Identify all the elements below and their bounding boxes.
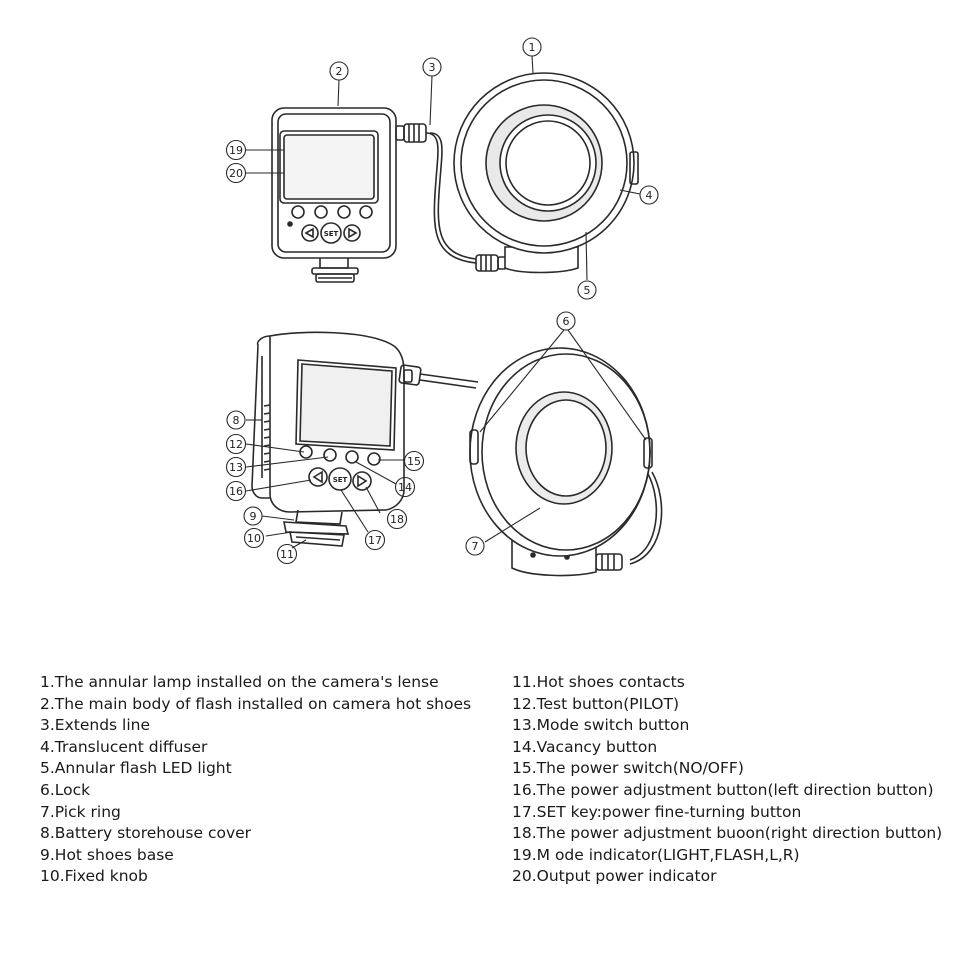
right-button[interactable] (343, 224, 361, 242)
callout-7 (465, 536, 485, 556)
callout-13 (225, 456, 247, 478)
flash-body-angled: SET (269, 331, 405, 547)
callout-3 (422, 57, 442, 77)
svg-text:2: 2 (336, 65, 343, 78)
left-button[interactable] (301, 224, 319, 242)
legend-item: 15.The power switch(NO/OFF) (512, 759, 744, 778)
leader-lines (245, 55, 647, 549)
legend-left-column: 1.The annular lamp installed on the came… (40, 672, 471, 888)
legend-item: 12.Test button(PILOT) (512, 694, 679, 713)
svg-text:18: 18 (390, 513, 404, 526)
callout-9 (243, 506, 263, 526)
top-button[interactable] (359, 205, 373, 219)
legend-item: 1.The annular lamp installed on the came… (40, 673, 439, 691)
callout-20 (225, 162, 247, 184)
right-button[interactable] (352, 471, 372, 491)
legend-item: 13.Mode switch button (512, 716, 690, 735)
callout-12 (225, 433, 247, 455)
callouts: 1 2 3 4 5 19 20 6 7 8 12 13 16 15 14 18 (225, 37, 659, 565)
lock-tab-left[interactable] (469, 429, 479, 465)
svg-text:1: 1 (529, 41, 536, 54)
legend-item: 14.Vacancy button (512, 737, 658, 756)
legend-item: 5.Annular flash LED light (40, 759, 232, 778)
callout-5 (577, 280, 597, 300)
svg-text:4: 4 (646, 189, 653, 202)
legend-item: 3.Extends line (40, 716, 151, 735)
lcd-screen (295, 359, 397, 451)
legend-item: 8.Battery storehouse cover (40, 824, 252, 843)
legend-item: 9.Hot shoes base (40, 845, 174, 864)
legend-right-column: 11.Hot shoes contacts 12.Test button(PIL… (512, 672, 942, 888)
callout-1 (522, 37, 542, 57)
legend-item: 4.Translucent diffuser (40, 737, 208, 756)
svg-text:12: 12 (229, 438, 243, 451)
legend-item: 17.SET key:power fine-turning button (512, 802, 802, 821)
bottom-view: SET (251, 331, 663, 577)
svg-text:10: 10 (247, 532, 261, 545)
legend-item: 6.Lock (40, 780, 91, 799)
set-button[interactable] (320, 222, 342, 244)
callout-2 (329, 61, 349, 81)
svg-text:20: 20 (229, 167, 243, 180)
callout-6 (556, 311, 576, 331)
legend-item: 2.The main body of flash installed on ca… (40, 694, 472, 713)
callout-15 (403, 450, 425, 472)
svg-text:6: 6 (563, 315, 570, 328)
legend-item: 10.Fixed knob (40, 867, 148, 886)
svg-text:16: 16 (229, 485, 243, 498)
svg-text:19: 19 (229, 144, 243, 157)
top-button[interactable] (314, 205, 328, 219)
left-button[interactable] (308, 467, 328, 487)
set-button-label: SET (324, 230, 339, 238)
top-button[interactable] (291, 205, 305, 219)
ring-flash-angled (469, 347, 653, 577)
lock-tab-right[interactable] (643, 437, 653, 469)
legend-item: 11.Hot shoes contacts (512, 673, 685, 691)
callout-19 (225, 139, 247, 161)
ring-connector (475, 254, 507, 272)
callout-16 (225, 480, 247, 502)
cable-connector (395, 123, 427, 143)
set-button-label: SET (333, 476, 348, 484)
callout-17 (364, 529, 386, 551)
svg-text:14: 14 (398, 481, 412, 494)
top-view: SET (271, 72, 639, 283)
callout-11 (276, 543, 298, 565)
legend-item: 20.Output power indicator (512, 867, 717, 886)
svg-text:9: 9 (250, 510, 257, 523)
cable-connector (398, 364, 422, 386)
callout-8 (226, 410, 246, 430)
hot-shoe-front (311, 258, 359, 283)
callout-14 (394, 476, 416, 498)
svg-text:11: 11 (280, 548, 294, 561)
legend-item: 18.The power adjustment buoon(right dire… (512, 824, 943, 843)
flash-body-front: SET (271, 107, 397, 283)
top-button[interactable] (337, 205, 351, 219)
svg-text:15: 15 (407, 455, 421, 468)
lock-tab[interactable] (629, 151, 639, 185)
legend-item: 16.The power adjustment button(left dire… (512, 780, 934, 799)
callout-10 (243, 527, 265, 549)
svg-text:5: 5 (584, 284, 591, 297)
legend-item: 7.Pick ring (40, 802, 121, 821)
legend-item: 19.M ode indicator(LIGHT,FLASH,L,R) (512, 845, 800, 864)
extension-cable (425, 132, 477, 264)
ring-flash-diagram: SET (225, 37, 663, 577)
svg-text:13: 13 (229, 461, 243, 474)
extension-cable (419, 373, 479, 383)
hot-shoe-angled (283, 509, 350, 547)
mode-button[interactable] (323, 448, 337, 462)
set-button[interactable] (328, 467, 352, 491)
ring-connector (595, 553, 623, 571)
svg-text:3: 3 (429, 61, 436, 74)
vacancy-button[interactable] (345, 450, 359, 464)
lcd-screen (279, 130, 379, 204)
callout-18 (386, 508, 408, 530)
ring-flash-front (453, 72, 639, 274)
svg-text:17: 17 (368, 534, 382, 547)
svg-text:8: 8 (233, 414, 240, 427)
power-switch[interactable] (367, 452, 381, 466)
callout-4 (639, 185, 659, 205)
svg-text:7: 7 (472, 540, 479, 553)
